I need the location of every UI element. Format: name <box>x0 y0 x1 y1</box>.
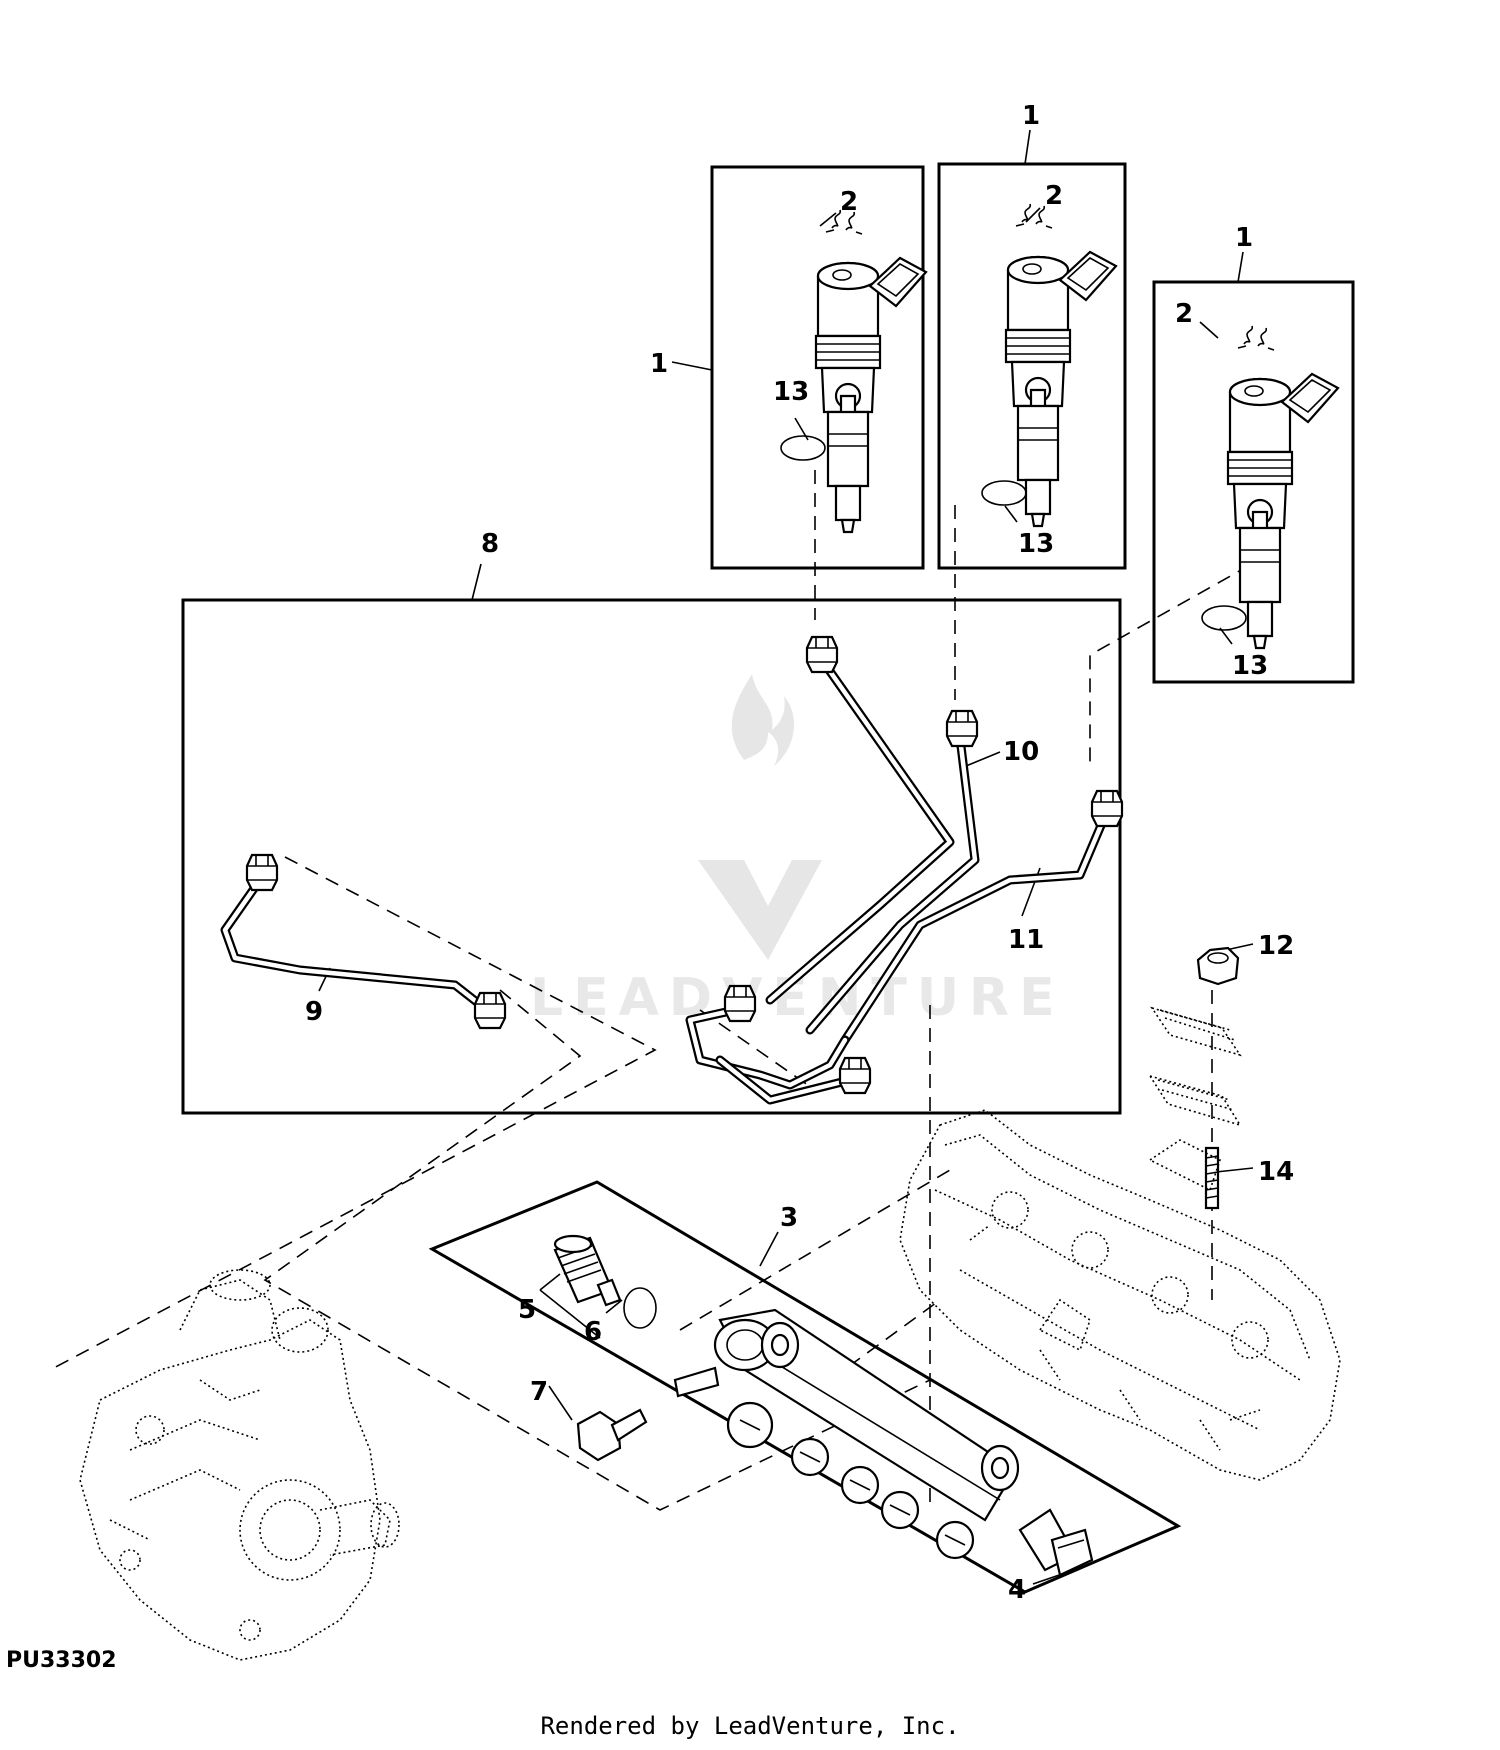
callout-4: 4 <box>1008 1575 1026 1605</box>
callout-2: 2 <box>840 187 858 217</box>
fuel-rail-frame <box>428 1180 1182 1594</box>
callout-1: 1 <box>1022 101 1040 131</box>
callout-6: 6 <box>584 1317 602 1347</box>
high-pressure-pump-icon <box>79 1269 400 1661</box>
pressure-limiter-valve-icon <box>553 1234 622 1307</box>
callout-7: 7 <box>530 1377 548 1407</box>
callout-13: 13 <box>773 377 809 407</box>
injector-frame-right <box>1152 280 1355 684</box>
callout-13: 13 <box>1018 529 1054 559</box>
callout-labels: 1 1 1 2 2 2 13 13 13 8 10 11 12 14 9 3 5… <box>305 101 1294 1605</box>
fuel-injector-icon <box>814 208 928 534</box>
callout-13: 13 <box>1232 651 1268 681</box>
callout-14: 14 <box>1258 1157 1294 1187</box>
callout-1: 1 <box>650 349 668 379</box>
callout-2: 2 <box>1175 299 1193 329</box>
o-ring-icon <box>1201 605 1247 631</box>
callout-1: 1 <box>1235 223 1253 253</box>
callout-11: 11 <box>1008 925 1044 955</box>
fuel-injector-icon <box>1226 324 1340 650</box>
fuel-line-kit-frame <box>181 598 1122 1115</box>
stud-icon <box>1204 1146 1220 1210</box>
injector-frame-left <box>710 165 925 570</box>
callout-8: 8 <box>481 529 499 559</box>
fuel-injector-icon <box>1004 202 1118 528</box>
pressure-sensor-icon <box>1018 1508 1094 1577</box>
callout-12: 12 <box>1258 931 1294 961</box>
leader-lines <box>318 129 1254 1585</box>
callout-9: 9 <box>305 997 323 1027</box>
figure-id: PU33302 <box>6 1648 117 1673</box>
callout-5: 5 <box>518 1295 536 1325</box>
fuel-rail-icon <box>673 1308 1020 1560</box>
callout-3: 3 <box>780 1203 798 1233</box>
callout-10: 10 <box>1003 737 1039 767</box>
o-ring-icon <box>623 1287 657 1329</box>
o-ring-icon <box>780 435 826 461</box>
bolt-icon <box>576 1408 648 1462</box>
render-credit: Rendered by LeadVenture, Inc. <box>540 1712 960 1740</box>
callout-2: 2 <box>1045 181 1063 211</box>
fuel-line-icon <box>220 635 1124 1105</box>
cylinder-head-icon <box>899 1109 1341 1481</box>
o-ring-icon <box>981 480 1027 506</box>
gasket-icon <box>1148 1006 1242 1127</box>
nut-icon <box>1196 946 1240 986</box>
injector-frame-middle <box>937 162 1127 570</box>
